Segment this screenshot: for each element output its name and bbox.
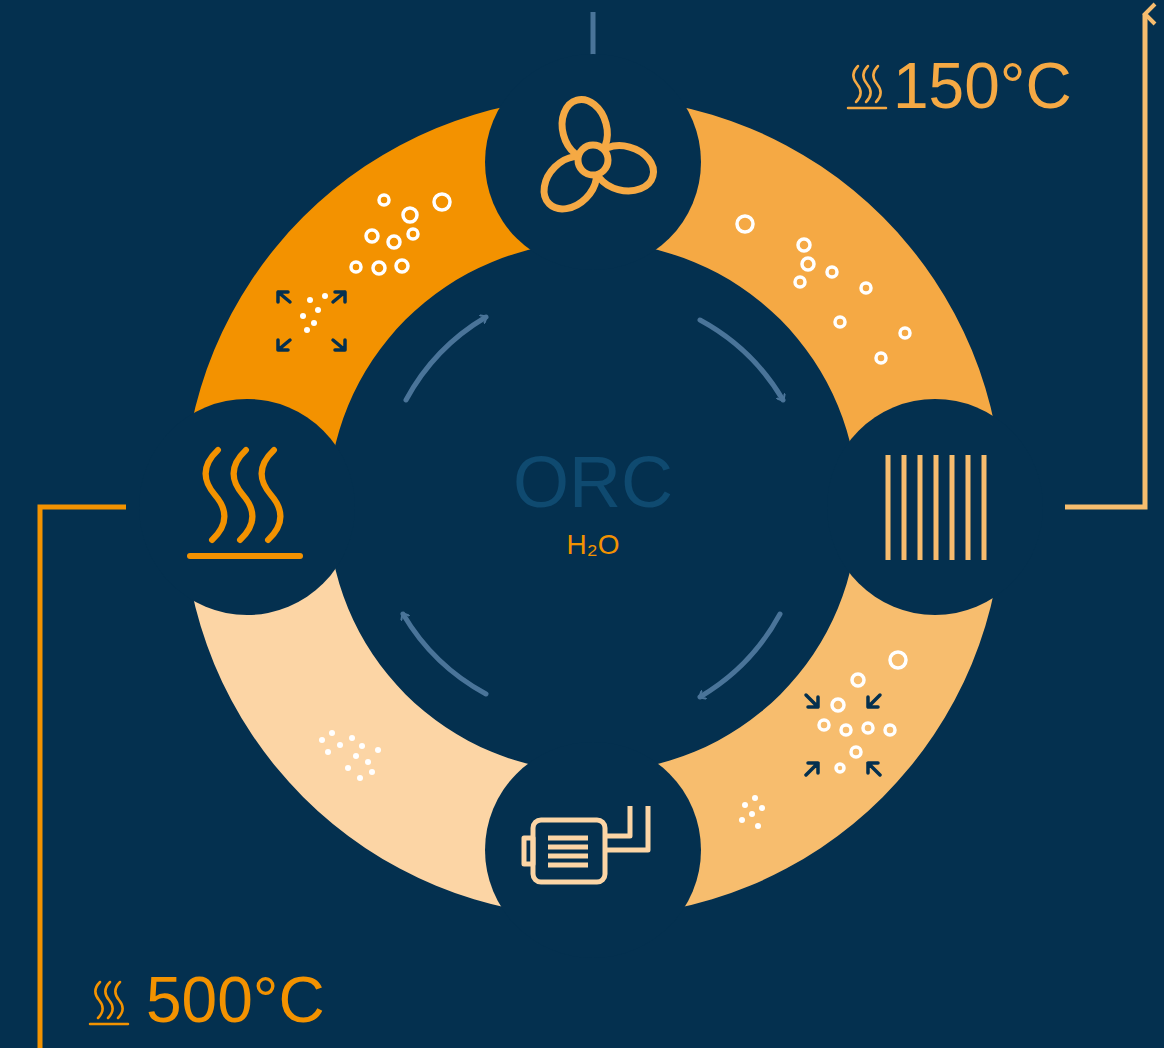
pump-icon [524, 806, 648, 882]
cycle-ring [139, 54, 1043, 958]
turbine-gap [485, 54, 701, 270]
heat-in-icon [90, 982, 128, 1024]
compression-arrows [806, 695, 880, 775]
evaporator-heat-icon [190, 450, 300, 556]
cycle-title: ORC [513, 446, 673, 518]
turbine-icon [534, 94, 659, 219]
evaporator-gap [139, 399, 355, 615]
expansion-arrows [278, 292, 345, 350]
flow-arrow [406, 317, 486, 400]
flow-arrow [403, 614, 486, 694]
condenser-icon [888, 455, 984, 560]
pump-gap [485, 742, 701, 958]
liquid-dots [300, 293, 765, 829]
turbine-output-line [591, 12, 596, 55]
flow-arrow [700, 320, 783, 400]
inlet-temperature: 500°C [146, 968, 325, 1032]
vapour-bubbles [351, 194, 910, 772]
working-fluid-label: H₂O [567, 531, 620, 559]
flow-arrows [403, 317, 783, 697]
condenser-gap [827, 399, 1043, 615]
heat-out-line [1065, 14, 1145, 507]
outlet-temperature: 150°C [893, 54, 1072, 118]
heat-out-icon [848, 66, 886, 108]
flow-arrow [700, 614, 780, 697]
heat-in-line [40, 507, 126, 1048]
